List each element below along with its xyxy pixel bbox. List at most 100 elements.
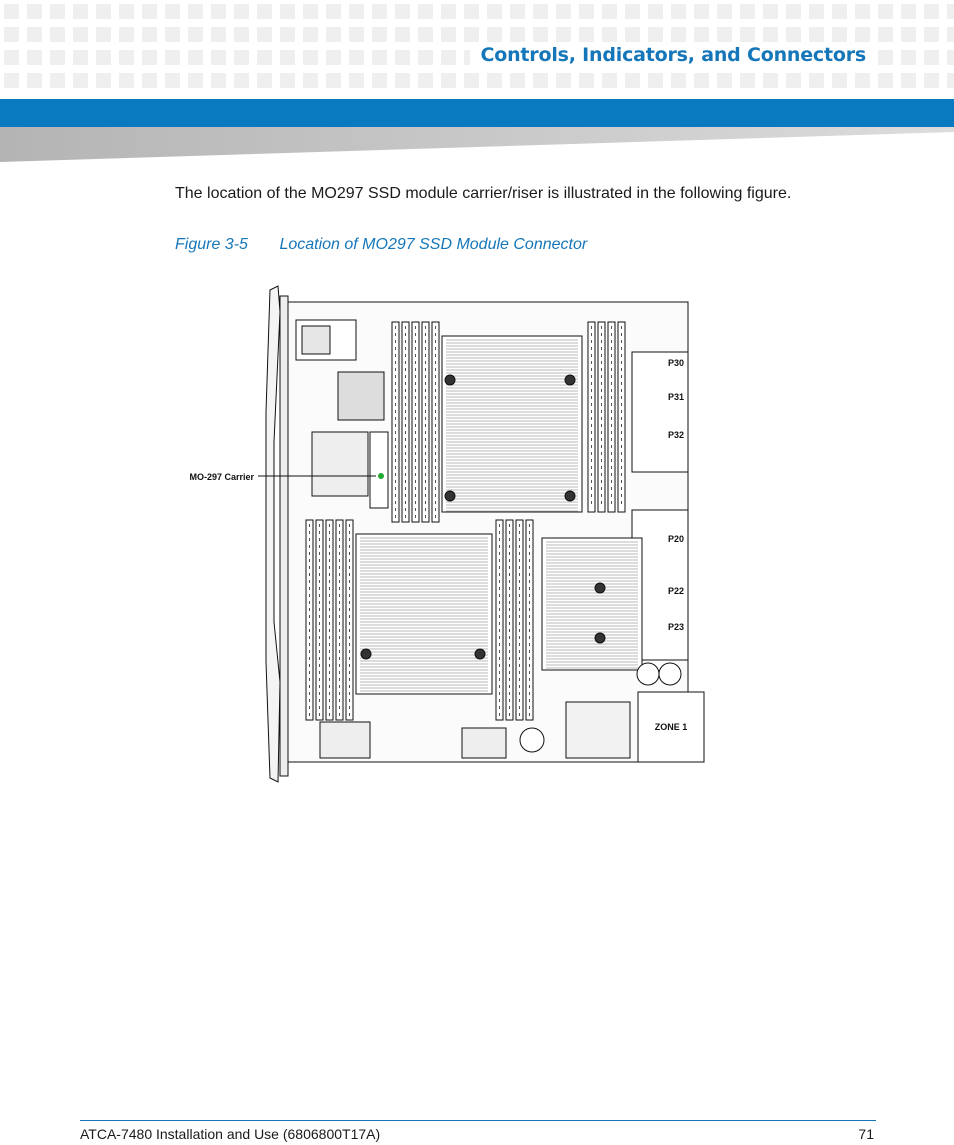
pattern-square	[901, 50, 916, 65]
pattern-square	[73, 27, 88, 42]
pattern-square	[27, 73, 42, 88]
pattern-square	[740, 27, 755, 42]
pattern-square	[740, 73, 755, 88]
pattern-square	[648, 73, 663, 88]
pattern-square	[947, 4, 954, 19]
pattern-square	[487, 4, 502, 19]
pattern-square	[349, 73, 364, 88]
pattern-square	[878, 27, 893, 42]
pattern-square	[671, 4, 686, 19]
pattern-square	[878, 50, 893, 65]
pattern-square	[142, 73, 157, 88]
pattern-square	[165, 50, 180, 65]
pattern-square	[119, 73, 134, 88]
pattern-square	[717, 4, 732, 19]
pattern-square	[326, 27, 341, 42]
zone-1-area	[637, 691, 705, 763]
pattern-square	[878, 73, 893, 88]
pattern-square	[579, 4, 594, 19]
pattern-square	[533, 27, 548, 42]
pattern-square	[188, 27, 203, 42]
page-number: 71	[858, 1126, 874, 1142]
pattern-square	[257, 4, 272, 19]
pattern-square	[326, 73, 341, 88]
pattern-square	[441, 50, 456, 65]
pattern-square	[73, 50, 88, 65]
section-title: Controls, Indicators, and Connectors	[470, 42, 872, 68]
pattern-square	[763, 73, 778, 88]
pattern-square	[855, 4, 870, 19]
pattern-square	[119, 27, 134, 42]
pattern-square	[234, 50, 249, 65]
pattern-square	[27, 50, 42, 65]
pattern-square	[786, 4, 801, 19]
pattern-square	[625, 73, 640, 88]
pattern-square	[855, 27, 870, 42]
pattern-square	[832, 27, 847, 42]
pattern-square	[280, 50, 295, 65]
pattern-square	[809, 4, 824, 19]
pattern-square	[211, 4, 226, 19]
pattern-square	[372, 4, 387, 19]
pattern-square	[142, 27, 157, 42]
pattern-square	[211, 73, 226, 88]
pattern-square	[602, 4, 617, 19]
pattern-square	[809, 73, 824, 88]
connector-label-p31: P31	[668, 392, 684, 402]
pattern-square	[901, 73, 916, 88]
pattern-square	[625, 27, 640, 42]
pattern-square	[901, 27, 916, 42]
pattern-square	[556, 4, 571, 19]
pattern-square	[73, 4, 88, 19]
pattern-square	[395, 4, 410, 19]
pattern-square	[464, 4, 479, 19]
figure-caption: Figure 3-5 Location of MO297 SSD Module …	[175, 236, 587, 254]
pattern-square	[188, 73, 203, 88]
memory-slot	[315, 519, 324, 721]
pattern-square	[441, 27, 456, 42]
pattern-square	[832, 73, 847, 88]
pattern-square	[50, 27, 65, 42]
intro-paragraph: The location of the MO297 SSD module car…	[175, 185, 792, 202]
memory-slot	[305, 519, 314, 721]
pattern-square	[303, 27, 318, 42]
pattern-square	[96, 27, 111, 42]
pattern-square	[349, 4, 364, 19]
connector-label-p23: P23	[668, 622, 684, 632]
pattern-square	[96, 4, 111, 19]
memory-slot	[401, 321, 410, 523]
pattern-square	[96, 50, 111, 65]
pattern-square	[832, 4, 847, 19]
pattern-square	[303, 73, 318, 88]
pattern-square	[418, 27, 433, 42]
pattern-square	[487, 73, 502, 88]
pattern-square	[257, 50, 272, 65]
pattern-square	[740, 4, 755, 19]
pattern-square	[441, 4, 456, 19]
pattern-square	[73, 73, 88, 88]
pattern-square	[441, 73, 456, 88]
pattern-square	[326, 50, 341, 65]
pattern-square	[602, 27, 617, 42]
memory-slot	[525, 519, 534, 721]
pattern-square	[280, 27, 295, 42]
pattern-square	[303, 50, 318, 65]
pattern-square	[418, 4, 433, 19]
pattern-square	[809, 27, 824, 42]
pattern-square	[303, 4, 318, 19]
memory-slot	[421, 321, 430, 523]
pattern-square	[763, 4, 778, 19]
pattern-square	[119, 50, 134, 65]
pattern-square	[372, 73, 387, 88]
pattern-square	[625, 4, 640, 19]
pattern-square	[464, 73, 479, 88]
pattern-square	[694, 27, 709, 42]
header-band	[0, 99, 954, 127]
memory-slot	[325, 519, 334, 721]
pattern-square	[395, 73, 410, 88]
pattern-square	[533, 4, 548, 19]
pattern-square	[165, 4, 180, 19]
pattern-square	[556, 73, 571, 88]
pattern-square	[947, 73, 954, 88]
